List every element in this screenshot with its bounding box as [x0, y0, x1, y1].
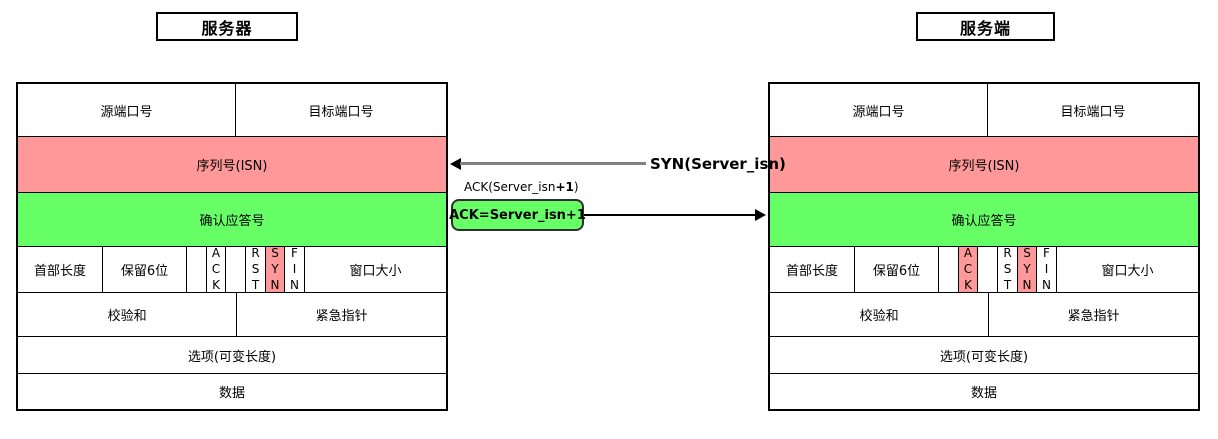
checksum-cell: 校验和: [859, 309, 899, 324]
left-ports-row: 源端口号 目标端口号: [18, 84, 446, 136]
options-cell: 选项(可变长度): [18, 336, 446, 373]
header-length-cell: 首部长度: [785, 264, 838, 279]
ack-note-close: ): [573, 180, 579, 194]
ack-arrowhead-right-icon: [755, 209, 766, 221]
dest-port-cell: 目标端口号: [234, 84, 446, 136]
right-checksum-row: 校验和 紧急指针: [770, 292, 1198, 336]
ack-arrow-line: [584, 214, 756, 216]
sequence-number-cell: 序列号(ISN): [18, 136, 446, 192]
right-packet-table: 源端口号 目标端口号 序列号(ISN) 确认应答号 首部长度 保留6位 ACK …: [768, 82, 1200, 411]
ack-flag-label: ACK: [961, 245, 975, 294]
syn-arrowhead-left-icon: [450, 158, 461, 170]
ack-number-cell: 确认应答号: [770, 192, 1198, 246]
syn-flag-label: SYN: [268, 245, 282, 294]
ack-flag-cell: ACK: [206, 245, 225, 294]
right-title: 服务端: [959, 18, 1011, 38]
data-cell: 数据: [18, 373, 446, 409]
ack-flag-label: ACK: [209, 245, 223, 294]
ack-note-bold: +1: [555, 180, 574, 194]
syn-arrow-label: SYN(Server_isn): [650, 155, 786, 173]
fin-flag-label: FIN: [1039, 245, 1054, 294]
urgent-pointer-cell: 紧急指针: [988, 293, 1198, 336]
rst-flag-cell: RST: [245, 245, 265, 294]
syn-arrow-line: [460, 162, 646, 165]
ack-note-text: ACK(Server_isn: [464, 180, 556, 194]
ack-value-box: ACK=Server_isn+1: [449, 199, 586, 231]
dest-port-cell: 目标端口号: [986, 84, 1198, 136]
ack-arrow-note: ACK(Server_isn+1): [464, 180, 579, 194]
psh-flag-cell: [225, 247, 245, 292]
urg-flag-cell: [938, 247, 958, 292]
left-title-box: 服务器: [156, 12, 298, 41]
fin-flag-cell: FIN: [1036, 245, 1056, 294]
window-size-cell: 窗口大小: [304, 247, 446, 292]
rst-flag-label: RST: [1000, 245, 1015, 294]
urg-flag-cell: [186, 247, 206, 292]
left-title: 服务器: [201, 18, 253, 38]
syn-flag-cell-highlighted: SYN: [265, 245, 284, 294]
options-cell: 选项(可变长度): [770, 336, 1198, 373]
left-packet-table: 源端口号 目标端口号 序列号(ISN) 确认应答号 首部长度 保留6位 ACK …: [16, 82, 448, 411]
right-title-box: 服务端: [916, 12, 1055, 41]
fin-flag-cell: FIN: [284, 245, 304, 294]
window-size-cell: 窗口大小: [1056, 247, 1198, 292]
ack-number-cell: 确认应答号: [18, 192, 446, 246]
left-flags-row: 首部长度 保留6位 ACK RST SYN FIN 窗口大小: [18, 245, 446, 294]
left-checksum-row: 校验和 紧急指针: [18, 292, 446, 336]
reserved-cell: 保留6位: [854, 247, 938, 292]
psh-flag-cell: [977, 247, 997, 292]
right-flags-row: 首部长度 保留6位 ACK RST SYN FIN 窗口大小: [770, 245, 1198, 294]
right-ports-row: 源端口号 目标端口号: [770, 84, 1198, 136]
rst-flag-label: RST: [248, 245, 263, 294]
syn-flag-cell-highlighted: SYN: [1017, 245, 1036, 294]
ack-flag-cell-highlighted: ACK: [958, 245, 977, 294]
header-length-cell: 首部长度: [33, 264, 86, 279]
urgent-pointer-cell: 紧急指针: [236, 293, 446, 336]
source-port-cell: 源端口号: [100, 104, 153, 120]
checksum-cell: 校验和: [107, 309, 147, 324]
fin-flag-label: FIN: [287, 245, 302, 294]
data-cell: 数据: [770, 373, 1198, 409]
sequence-number-cell: 序列号(ISN): [770, 136, 1198, 192]
reserved-cell: 保留6位: [102, 247, 186, 292]
syn-flag-label: SYN: [1020, 245, 1034, 294]
rst-flag-cell: RST: [997, 245, 1017, 294]
source-port-cell: 源端口号: [852, 104, 905, 120]
